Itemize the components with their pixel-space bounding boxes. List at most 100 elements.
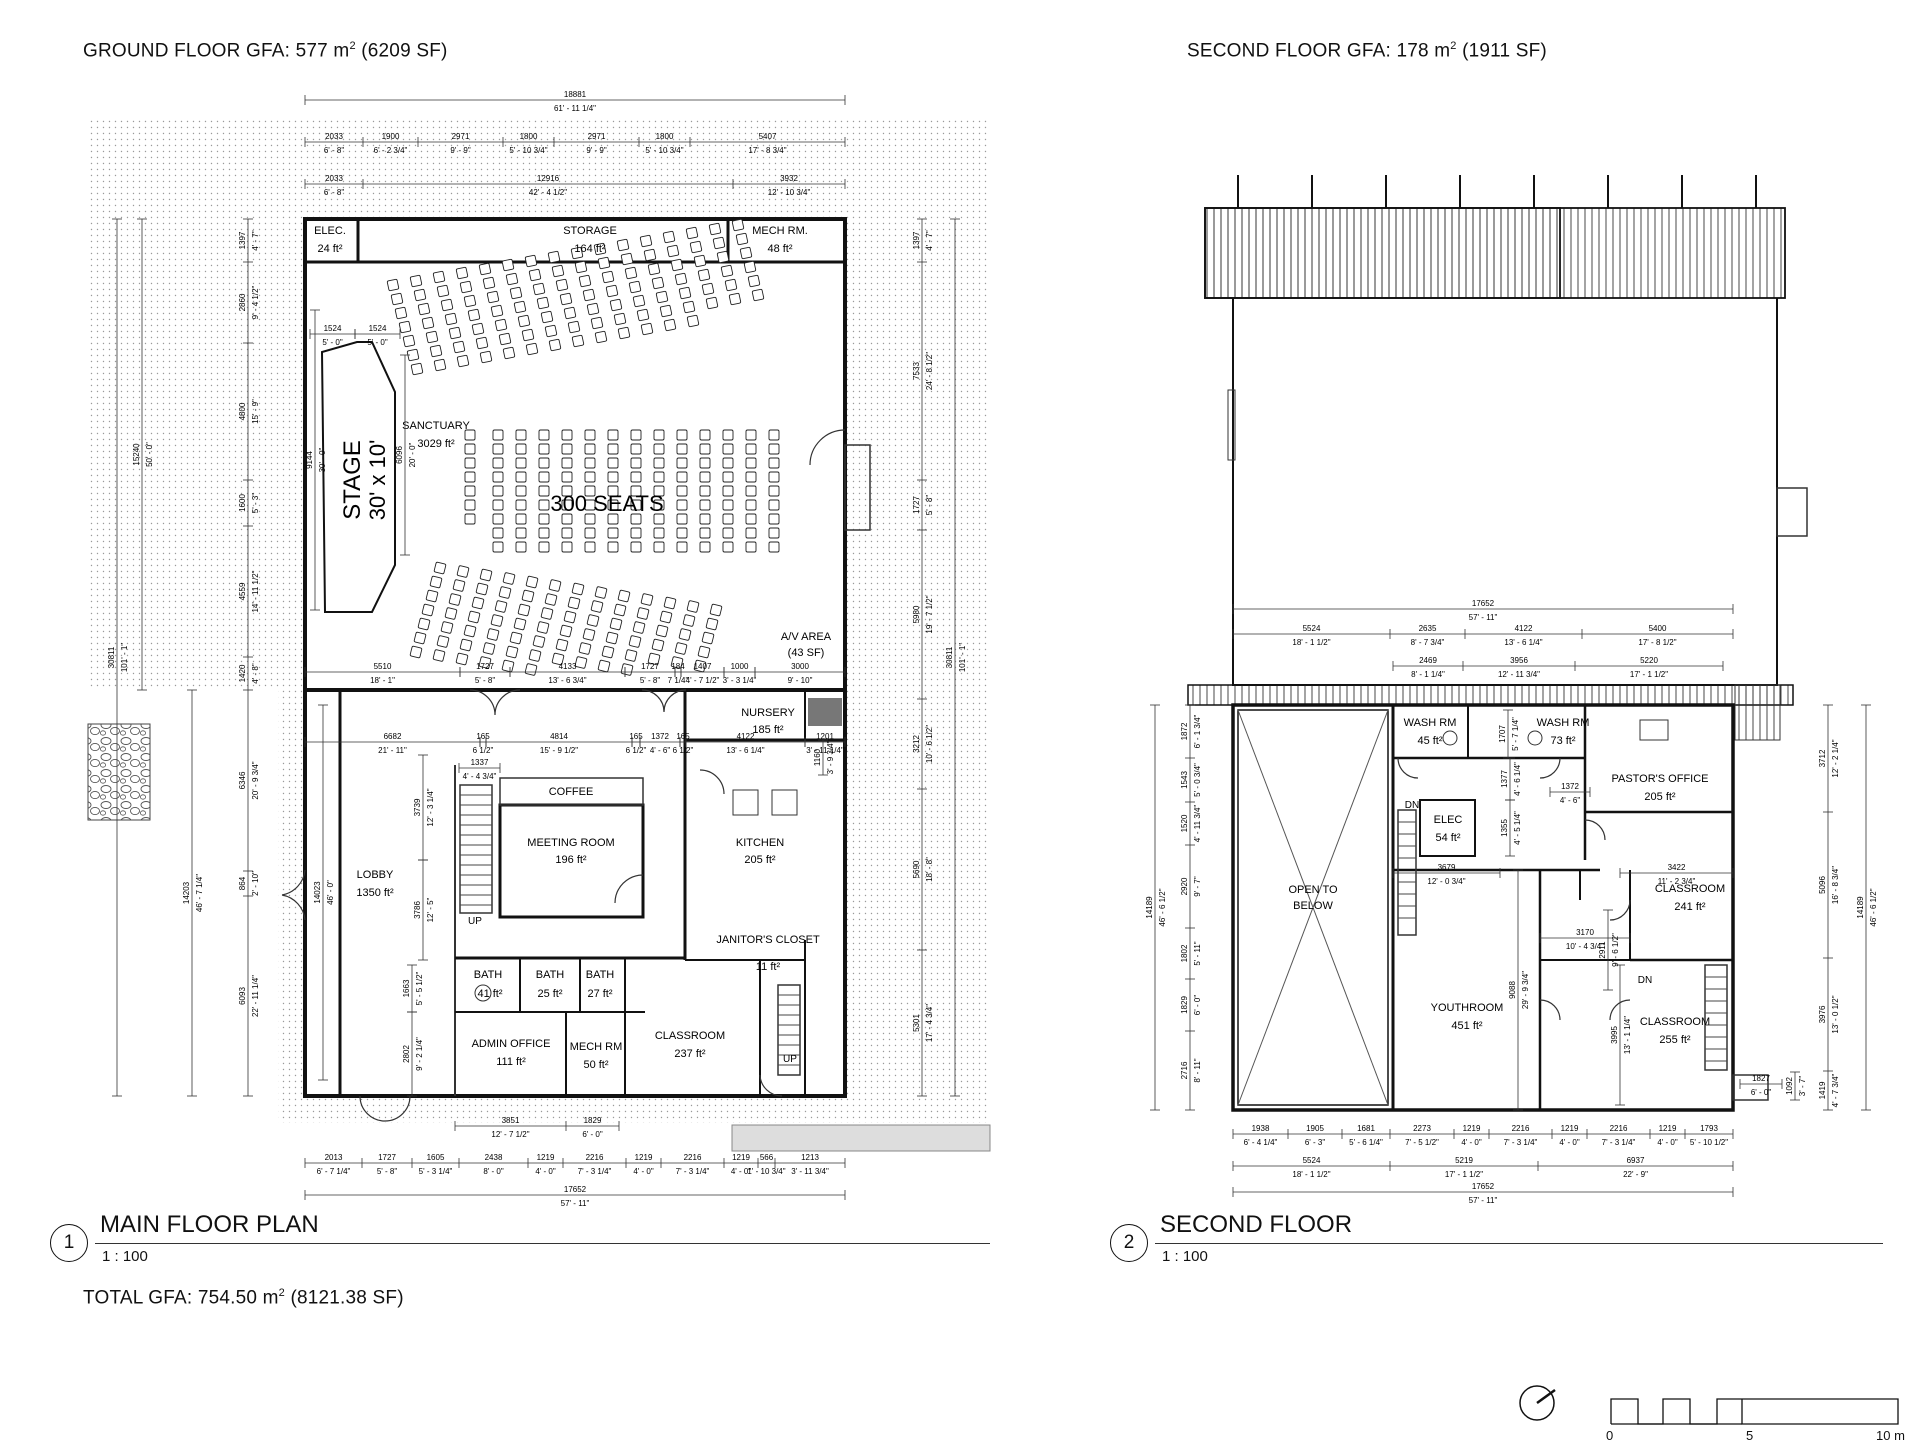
seat bbox=[601, 645, 615, 659]
seat bbox=[561, 527, 573, 539]
sf-right-imp-1: 16' - 8 3/4" bbox=[1831, 866, 1840, 904]
room-coffee-name: COFFEE bbox=[549, 786, 594, 798]
gf-top-row1-mm-3: 1800 bbox=[520, 132, 538, 141]
seat bbox=[448, 593, 462, 606]
seat bbox=[578, 274, 592, 288]
gf-int-9-imp: 4' - 7 1/2" bbox=[686, 676, 720, 685]
scale-bar bbox=[1610, 1398, 1899, 1425]
title-rule-1 bbox=[95, 1243, 990, 1244]
seat bbox=[699, 429, 711, 441]
seat bbox=[538, 485, 550, 497]
seat bbox=[607, 443, 619, 455]
seat bbox=[722, 471, 734, 483]
seat bbox=[471, 322, 485, 336]
room-elec-area: 24 ft² bbox=[317, 243, 342, 255]
seat bbox=[628, 635, 642, 648]
seat bbox=[768, 541, 780, 553]
floor-edge-band bbox=[1187, 684, 1794, 706]
seat bbox=[601, 270, 615, 284]
sf-top-row2-mm-0: 2469 bbox=[1419, 656, 1437, 665]
seat bbox=[651, 638, 665, 652]
room-lobby-name: LOBBY bbox=[357, 869, 394, 881]
room-storage-area: 164 ft² bbox=[574, 243, 606, 255]
seat bbox=[605, 284, 619, 298]
gf-bot-row2-mm-1: 1727 bbox=[378, 1153, 396, 1162]
gf-right-overall-mm: 30811 bbox=[945, 646, 954, 668]
side-entry bbox=[844, 444, 871, 531]
second-floor-exterior bbox=[1231, 703, 1735, 1112]
gf-right-mm-1: 7533 bbox=[912, 362, 921, 380]
seat bbox=[402, 334, 416, 348]
seat bbox=[607, 485, 619, 497]
room-mech2-name: MECH RM bbox=[570, 1041, 623, 1053]
seat bbox=[455, 266, 469, 280]
gf-top-row1-imp-0: 6' - 8" bbox=[324, 146, 345, 155]
sf-elec-area: 54 ft² bbox=[1435, 832, 1460, 844]
gf-top-row1-mm-5: 1800 bbox=[656, 132, 674, 141]
gf-top-row1-imp-4: 9' - 9" bbox=[586, 146, 607, 155]
sf-int-7-imp: 9' - 6 1/2" bbox=[1611, 933, 1620, 967]
seat bbox=[624, 266, 638, 280]
seat bbox=[492, 541, 504, 553]
seat bbox=[584, 457, 596, 469]
seat bbox=[722, 485, 734, 497]
gf-left-imp-6: 20' - 9 3/4" bbox=[251, 761, 260, 799]
seat bbox=[490, 614, 504, 627]
sf-right-overall-imp: 46' - 6 1/2" bbox=[1869, 888, 1878, 926]
seat bbox=[482, 642, 496, 655]
gf-left-imp-3: 5' - 3" bbox=[251, 493, 260, 514]
gf-right-imp-6: 17' - 4 3/4" bbox=[925, 1004, 934, 1042]
ground-floor-gfa: GROUND FLOOR GFA: 577 m2 (6209 SF) bbox=[83, 40, 448, 62]
seat bbox=[613, 312, 627, 326]
sf-left-imp-0: 6' - 1 3/4" bbox=[1193, 714, 1202, 748]
seat bbox=[630, 527, 642, 539]
gf-int-0-imp: 5' - 0" bbox=[322, 338, 343, 347]
gf-int-13-imp: 6 1/2" bbox=[473, 746, 494, 755]
seat bbox=[505, 272, 519, 286]
seat bbox=[525, 342, 539, 356]
seat bbox=[686, 314, 700, 328]
seat bbox=[528, 649, 542, 662]
seat bbox=[486, 628, 500, 641]
seat bbox=[676, 429, 688, 441]
seat bbox=[663, 318, 677, 332]
gf-top-overall-mm: 18881 bbox=[564, 90, 587, 99]
sf-bot-row1-mm-8: 1219 bbox=[1659, 1124, 1677, 1133]
seat bbox=[697, 268, 711, 282]
open-to-below bbox=[1237, 709, 1389, 1106]
sf-top-row1-mm-2: 4122 bbox=[1515, 624, 1533, 633]
sf-left-imp-4: 5' - 11" bbox=[1193, 941, 1202, 965]
stage-label-2: 30' x 10' bbox=[365, 440, 390, 521]
seat bbox=[739, 246, 753, 260]
seat bbox=[515, 527, 527, 539]
seat bbox=[538, 471, 550, 483]
sf-wash1-area: 45 ft² bbox=[1417, 735, 1442, 747]
seat bbox=[731, 218, 745, 232]
seat bbox=[452, 579, 466, 592]
seat bbox=[429, 575, 443, 589]
gf-bot-row1-imp-1: 6' - 0" bbox=[582, 1130, 603, 1139]
rear-stair bbox=[777, 984, 801, 1076]
sf-int-8-imp: 29' - 9 3/4" bbox=[1521, 971, 1530, 1009]
seat bbox=[486, 290, 500, 304]
seat bbox=[515, 513, 527, 525]
scale-label-10: 10 m bbox=[1876, 1428, 1905, 1443]
seat bbox=[590, 316, 604, 330]
seat bbox=[693, 254, 707, 268]
seat bbox=[605, 631, 619, 645]
sf-bot-row1-imp-8: 4' - 0" bbox=[1657, 1138, 1678, 1147]
main-room-labels: ELEC. 24 ft² STORAGE 164 ft² MECH RM. 48… bbox=[314, 225, 832, 1071]
sf-bot-row2-imp-1: 17' - 1 1/2" bbox=[1445, 1170, 1483, 1179]
gf-top-row1-imp-6: 17' - 8 3/4" bbox=[748, 146, 786, 155]
seat bbox=[406, 348, 420, 362]
sf-left-imp-5: 6' - 0" bbox=[1193, 995, 1202, 1016]
seat bbox=[699, 471, 711, 483]
seat bbox=[567, 320, 581, 334]
gf-int-3-imp: 20' - 0" bbox=[408, 442, 417, 467]
seat bbox=[432, 270, 446, 284]
seat bbox=[699, 457, 711, 469]
seat bbox=[745, 541, 757, 553]
seat bbox=[670, 656, 684, 669]
